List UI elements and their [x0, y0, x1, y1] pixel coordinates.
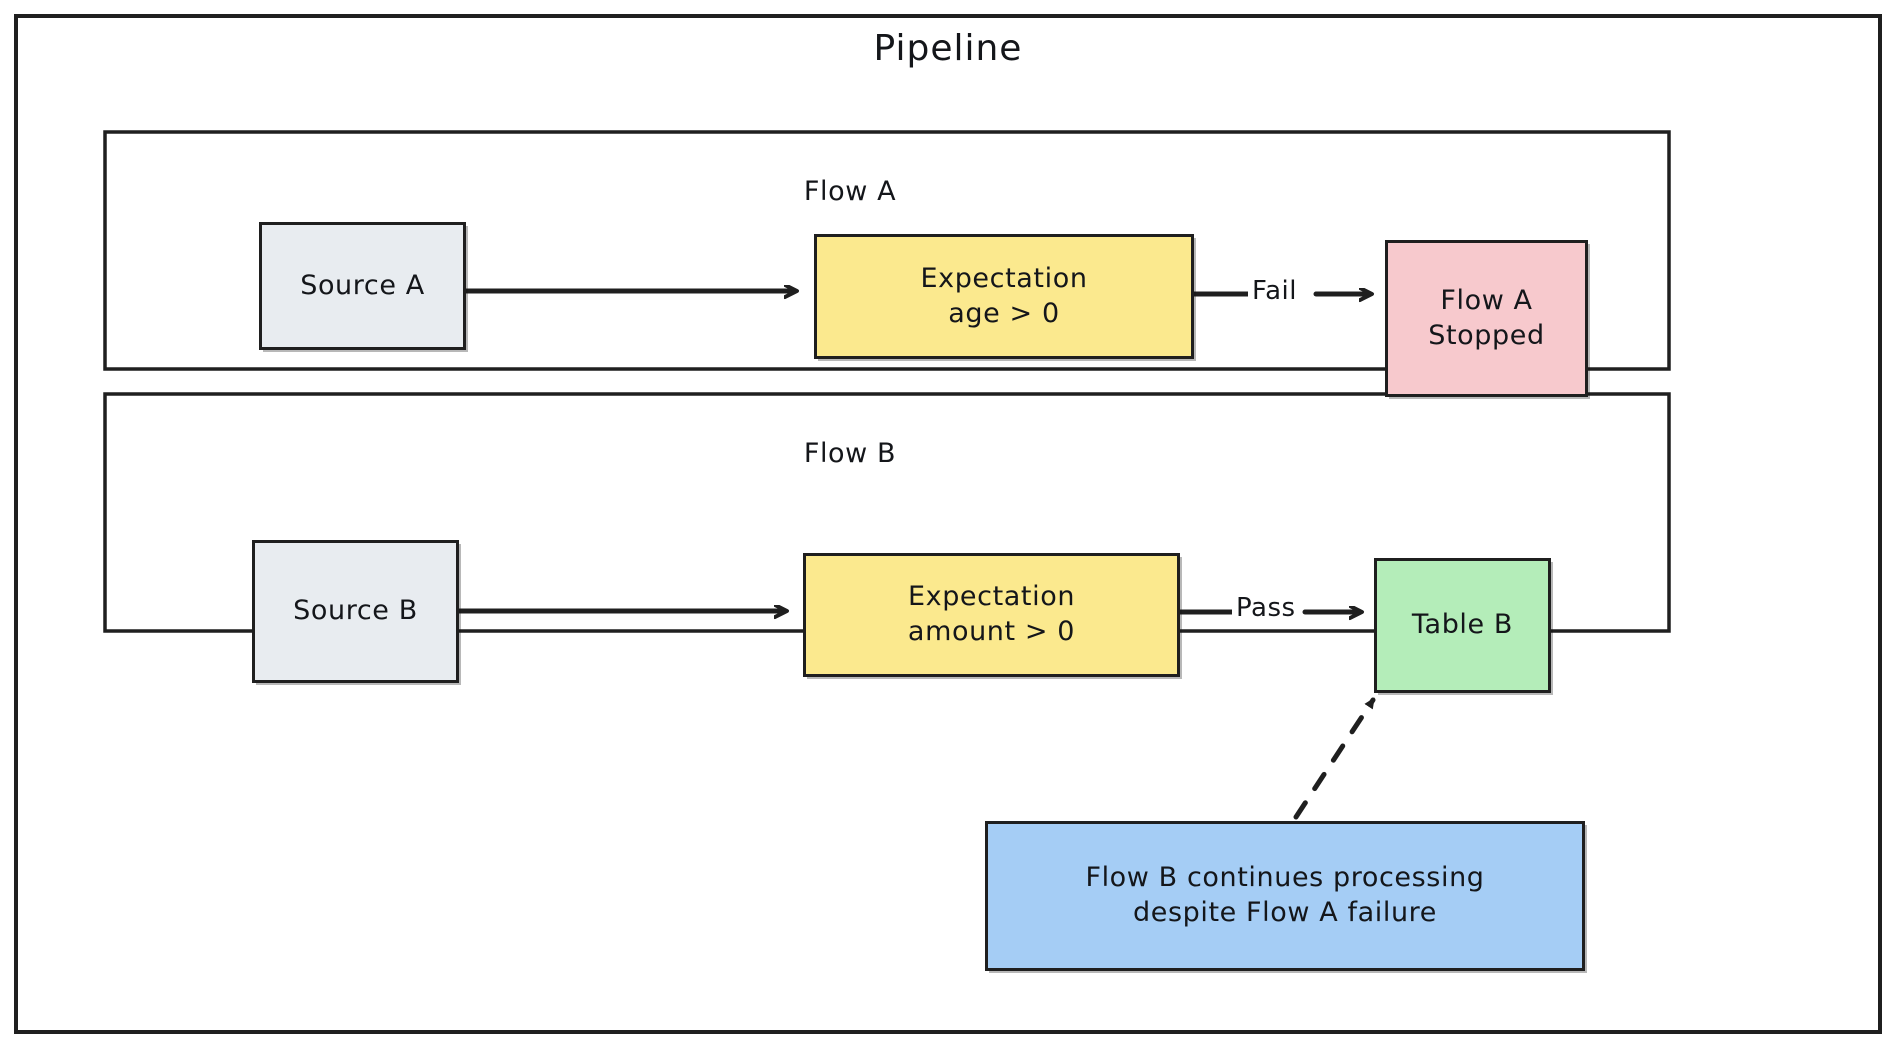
source-b-node[interactable]: Source B: [252, 540, 459, 683]
expectation-age-label-line1: Expectation: [920, 262, 1088, 294]
expectation-age-node[interactable]: Expectation age > 0: [814, 234, 1194, 359]
annotation-note-line1: Flow B continues processing: [1085, 862, 1485, 894]
expectation-age-label-line2: age > 0: [948, 297, 1060, 329]
expectation-amount-label-line2: amount > 0: [907, 616, 1076, 647]
flow-a-container-frame: [103, 130, 1671, 371]
expectation-amount-node[interactable]: Expectation amount > 0: [803, 553, 1180, 677]
edge-label-fail: Fail: [1248, 276, 1301, 306]
flow-a-stopped-label-line1: Flow A: [1440, 284, 1533, 316]
flow-a-stopped-label-line2: Stopped: [1428, 319, 1545, 351]
source-a-label: Source A: [300, 269, 425, 301]
flow-b-group-label: Flow B: [803, 438, 897, 469]
table-b-node[interactable]: Table B: [1374, 558, 1551, 693]
flow-a-stopped-node[interactable]: Flow A Stopped: [1385, 240, 1588, 397]
edge-label-pass: Pass: [1232, 593, 1300, 623]
edge-note-to-table-b-dashed: [1293, 697, 1376, 820]
annotation-note[interactable]: Flow B continues processing despite Flow…: [985, 821, 1585, 971]
annotation-note-line2: despite Flow A failure: [1133, 897, 1437, 928]
source-b-label: Source B: [293, 595, 418, 627]
flow-a-group-label: Flow A: [803, 176, 897, 207]
pipeline-container-frame: [14, 14, 1882, 1034]
expectation-amount-label-line1: Expectation: [907, 581, 1076, 613]
table-b-label: Table B: [1411, 609, 1514, 641]
page-title: Pipeline: [873, 28, 1023, 69]
source-a-node[interactable]: Source A: [259, 222, 466, 350]
